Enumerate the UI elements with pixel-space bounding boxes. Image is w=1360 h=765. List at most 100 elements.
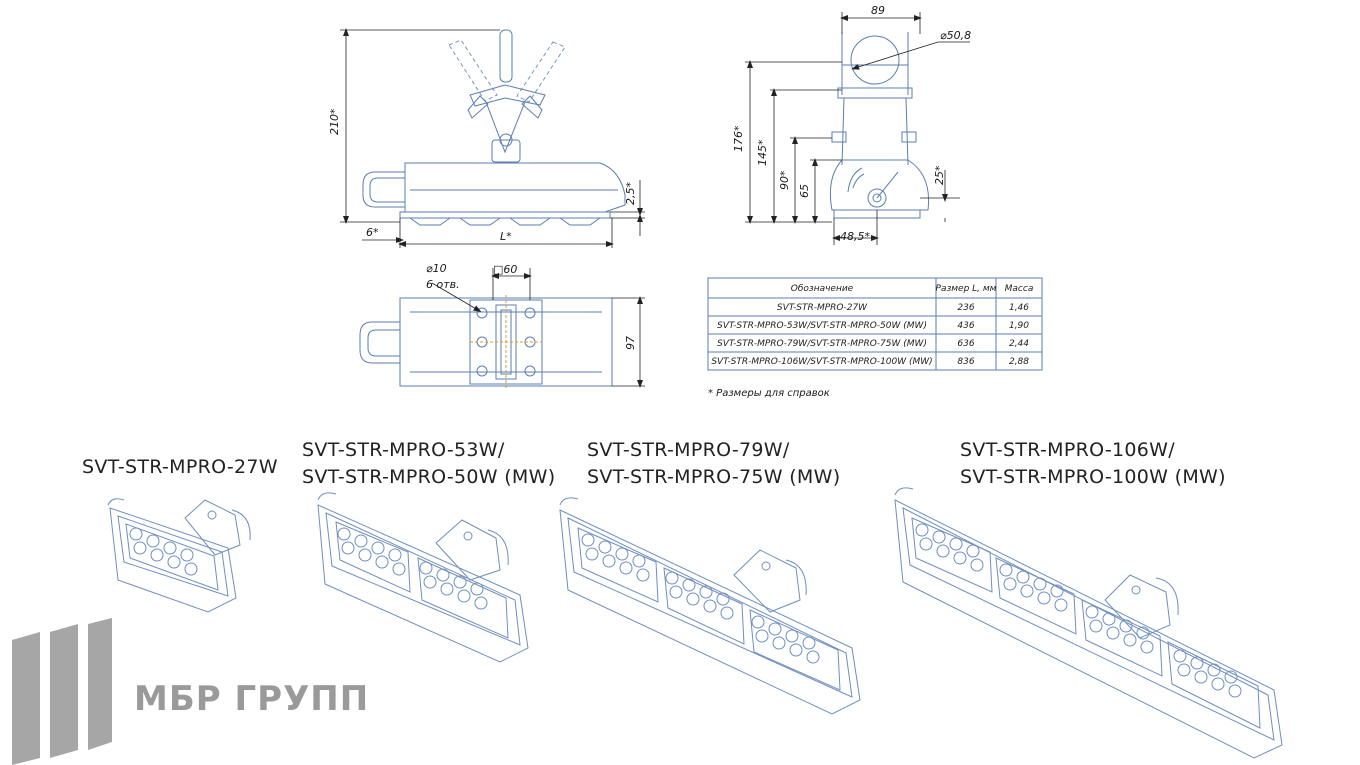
table-header-designation: Обозначение — [791, 284, 854, 294]
led-lens — [133, 541, 147, 555]
table-cell: 1,46 — [1009, 303, 1029, 313]
led-lens — [686, 592, 700, 606]
end-view — [829, 32, 930, 219]
table-cell: 2,88 — [1009, 357, 1029, 367]
dim-length-l: L* — [500, 230, 512, 243]
product-title-100w: SVT-STR-MPRO-100W (MW) — [960, 466, 1226, 488]
led-lens — [755, 629, 769, 643]
led-lens — [150, 548, 164, 562]
product-title-75w: SVT-STR-MPRO-75W (MW) — [587, 466, 840, 488]
table-header-size: Размер L, мм — [936, 284, 997, 294]
led-lens — [619, 561, 633, 575]
led-lens — [457, 589, 471, 603]
led-lens — [1037, 591, 1051, 605]
led-lens — [1003, 577, 1017, 591]
product-title-27w: SVT-STR-MPRO-27W — [82, 456, 278, 478]
led-lens — [806, 650, 820, 664]
led-lens — [354, 534, 368, 548]
dim-height-176: 176* — [732, 125, 745, 152]
led-lens-layer — [129, 523, 1242, 698]
dim-width-97: 97 — [624, 336, 637, 350]
table-footnote: * Размеры для справок — [708, 388, 830, 399]
led-lens — [768, 622, 782, 636]
table-cell: 1,90 — [1009, 321, 1029, 331]
led-lens — [358, 548, 372, 562]
product-title-53w: SVT-STR-MPRO-53W/ — [302, 439, 505, 461]
led-lens — [474, 596, 488, 610]
led-lens — [970, 558, 984, 572]
led-lens — [615, 547, 629, 561]
product-title-50w: SVT-STR-MPRO-50W (MW) — [302, 466, 555, 488]
led-lens — [184, 562, 198, 576]
led-lens — [1224, 670, 1238, 684]
led-lens — [999, 563, 1013, 577]
table-cell: 636 — [957, 339, 974, 349]
led-lens — [789, 643, 803, 657]
product-title-79w: SVT-STR-MPRO-79W/ — [587, 439, 790, 461]
led-lens — [1136, 626, 1150, 640]
led-lens — [341, 541, 355, 555]
dim-hole-10: ⌀10 — [426, 262, 447, 275]
table-cell: 836 — [957, 357, 974, 367]
led-lens — [932, 530, 946, 544]
led-lens — [1190, 656, 1204, 670]
table-cell: SVT-STR-MPRO-53W/SVT-STR-MPRO-50W (MW) — [717, 321, 927, 331]
led-lens — [440, 582, 454, 596]
led-lens — [636, 568, 650, 582]
led-lens — [720, 606, 734, 620]
led-lens — [665, 571, 679, 585]
led-lens — [436, 568, 450, 582]
led-lens — [1173, 649, 1187, 663]
logo-mark — [12, 618, 112, 765]
led-lens — [581, 533, 595, 547]
led-lens — [699, 585, 713, 599]
dim-diameter-50-8: ⌀50,8 — [940, 29, 971, 42]
top-view-dimensions — [431, 268, 645, 388]
table-cell: SVT-STR-MPRO-79W/SVT-STR-MPRO-75W (MW) — [717, 339, 927, 349]
led-lens — [598, 540, 612, 554]
table-cell: 436 — [957, 321, 974, 331]
side-view — [362, 29, 626, 226]
led-lens — [772, 636, 786, 650]
dim-height-90: 90* — [778, 170, 791, 190]
dim-height-210: 210* — [328, 108, 341, 135]
led-lens — [1177, 663, 1191, 677]
led-lens — [936, 544, 950, 558]
led-lens — [949, 537, 963, 551]
led-lens — [392, 562, 406, 576]
dim-square-60: □60 — [493, 263, 517, 276]
led-lens — [1140, 640, 1154, 654]
top-view — [359, 295, 613, 390]
product-render-53w — [317, 492, 529, 663]
dim-gap-2-5: 2,5* — [624, 182, 637, 205]
led-lens — [1016, 570, 1030, 584]
led-lens — [163, 541, 177, 555]
led-lens — [337, 527, 351, 541]
led-lens — [1085, 605, 1099, 619]
logo-text: МБР ГРУПП — [134, 679, 369, 719]
led-lens — [716, 592, 730, 606]
led-lens — [1033, 577, 1047, 591]
end-view-dimensions — [745, 12, 970, 245]
dim-holes-count: 6 отв. — [426, 278, 460, 291]
led-lens — [388, 548, 402, 562]
led-lens — [751, 615, 765, 629]
dim-width-89: 89 — [871, 4, 885, 17]
led-lens — [1020, 584, 1034, 598]
led-lens — [129, 527, 143, 541]
led-lens — [371, 541, 385, 555]
led-lens — [375, 555, 389, 569]
led-lens — [919, 537, 933, 551]
led-lens — [966, 544, 980, 558]
led-lens — [1089, 619, 1103, 633]
led-lens — [1228, 684, 1242, 698]
led-lens — [419, 561, 433, 575]
led-lens — [453, 575, 467, 589]
led-lens — [632, 554, 646, 568]
side-view-dimensions — [340, 28, 645, 248]
led-lens — [146, 534, 160, 548]
led-lens — [470, 582, 484, 596]
dim-right-25: 25* — [933, 165, 946, 185]
led-lens — [602, 554, 616, 568]
